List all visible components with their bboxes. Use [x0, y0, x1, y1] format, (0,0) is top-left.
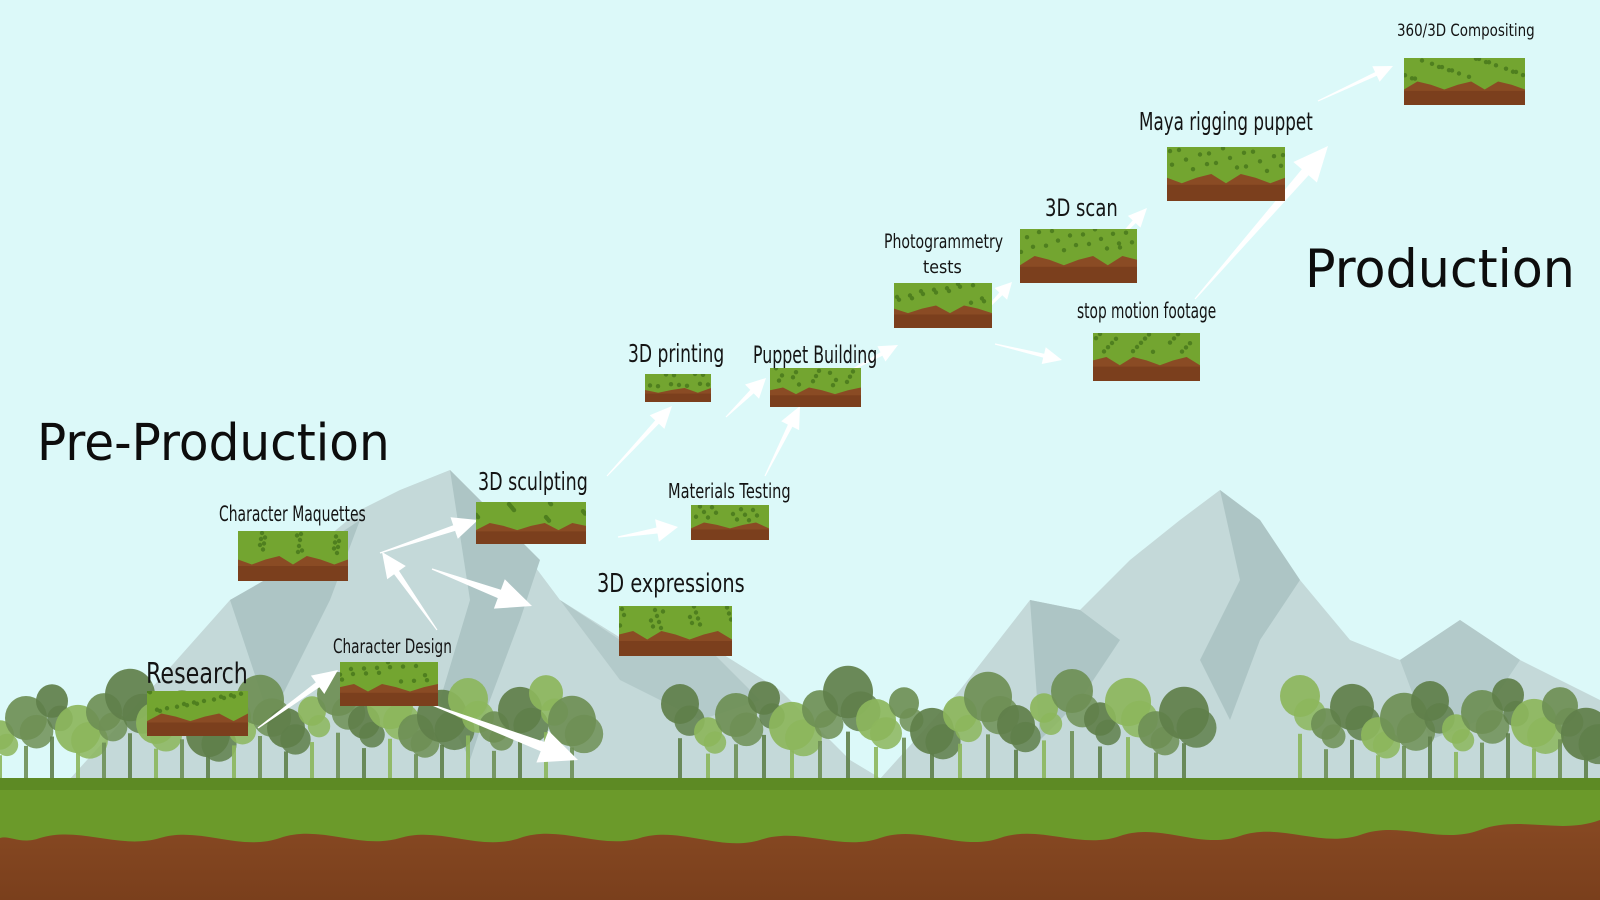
- tile-3d-printing: [645, 374, 711, 402]
- arrow-puppet-building-to-photogrammetry: [845, 345, 898, 374]
- heading-production: Production: [1305, 239, 1575, 300]
- ground: [0, 778, 1600, 900]
- label-maya-rigging-puppet: Maya rigging puppet: [1139, 107, 1313, 136]
- heading-pre-production: Pre-Production: [37, 413, 390, 472]
- tile-photogrammetry-tests: [894, 283, 992, 328]
- tile-maya-rigging-puppet: [1167, 147, 1285, 201]
- arrow-3d-sculpting-to-3d-printing: [606, 406, 672, 477]
- tile-research: [147, 691, 248, 736]
- label-stop-motion-footage: stop motion footage: [1077, 298, 1217, 323]
- arrow-maya-rigging-to-compositing: [1317, 66, 1393, 102]
- tile-stop-motion-footage: [1093, 333, 1200, 381]
- label-3d-scan: 3D scan: [1045, 194, 1118, 222]
- label-puppet-building: Puppet Building: [753, 341, 878, 369]
- arrow-character-design-to-maquettes: [382, 552, 438, 631]
- label-3d-printing: 3D printing: [628, 339, 725, 368]
- arrow-materials-testing-to-puppet-building: [764, 406, 800, 477]
- label-3d-expressions: 3D expressions: [597, 569, 745, 599]
- tile-character-maquettes: [238, 531, 348, 581]
- arrow-maquettes-to-3d-expressions: [431, 568, 532, 609]
- label-materials-testing: Materials Testing: [668, 479, 791, 503]
- arrow-character-design-to-3d-expressions: [429, 703, 578, 763]
- label-3d-sculpting: 3D sculpting: [478, 467, 588, 496]
- label-photogrammetry-line1: Photogrammetry: [884, 230, 1004, 253]
- tile-3d-expressions: [619, 606, 732, 656]
- arrow-research-to-character-design: [257, 670, 338, 729]
- label-research: Research: [146, 657, 248, 690]
- tile-3d-scan: [1020, 229, 1137, 283]
- label-character-design: Character Design: [333, 635, 452, 658]
- label-photogrammetry-line2: tests: [923, 257, 962, 278]
- arrow-3d-sculpting-to-materials-testing: [617, 519, 678, 542]
- arrow-photogrammetry-to-stop-motion: [994, 343, 1062, 364]
- tile-3d-sculpting: [476, 502, 586, 544]
- label-character-maquettes: Character Maquettes: [219, 501, 366, 526]
- arrow-maquettes-to-3d-sculpting: [379, 517, 478, 554]
- tile-materials-testing: [691, 505, 769, 540]
- tile-character-design: [340, 662, 438, 706]
- tile-360-3d-compositing: [1404, 58, 1525, 105]
- arrow-stop-motion-to-maya-rigging: [1194, 146, 1328, 300]
- tile-puppet-building: [770, 368, 861, 407]
- label-360-3d-compositing: 360/3D Compositing: [1397, 21, 1535, 41]
- treeline: [0, 665, 1600, 780]
- arrow-3d-printing-to-puppet-building: [725, 378, 766, 418]
